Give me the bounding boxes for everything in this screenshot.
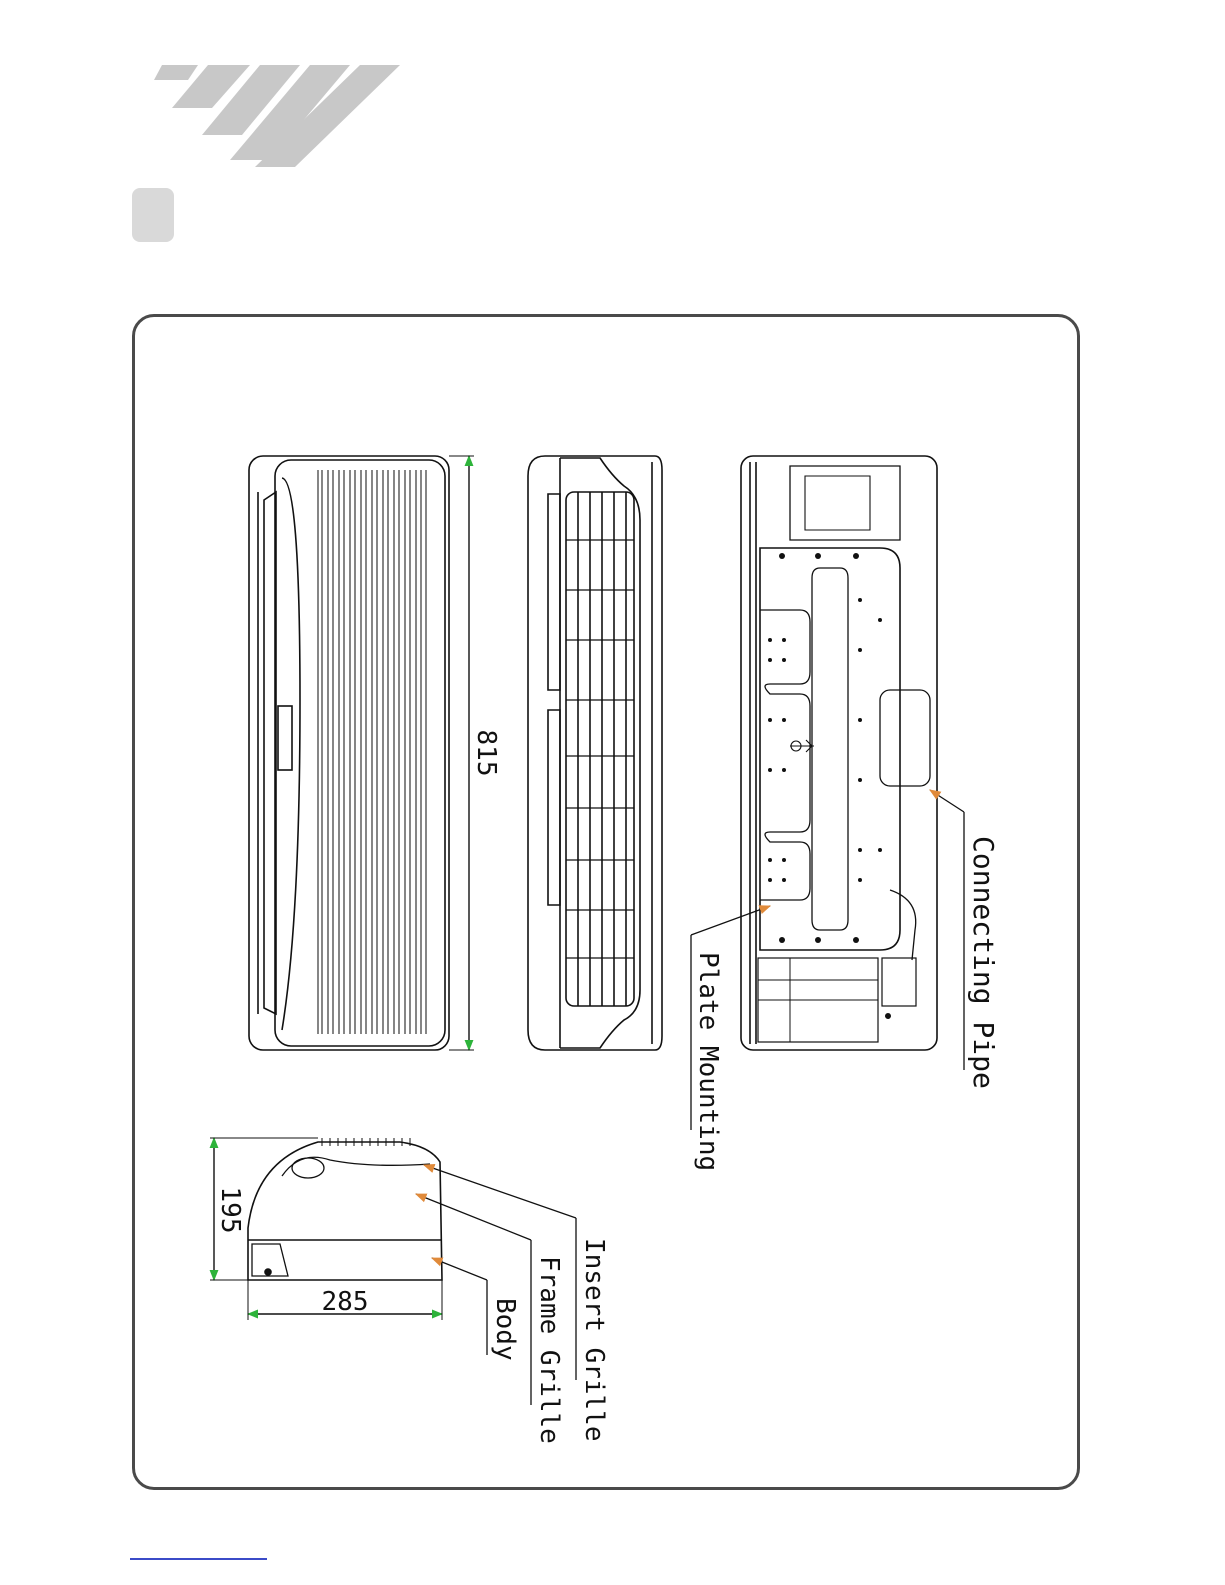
label-body: Body xyxy=(490,1298,520,1361)
frame-grille-callout: Frame Grille xyxy=(416,1194,564,1444)
front-view xyxy=(249,456,449,1050)
dimension-label-815: 815 xyxy=(471,730,501,777)
label-connecting-pipe: Connecting Pipe xyxy=(967,836,1000,1089)
label-frame-grille: Frame Grille xyxy=(534,1256,564,1444)
label-plate-mounting: Plate Mounting xyxy=(693,952,723,1171)
body-callout: Body xyxy=(432,1258,520,1361)
dimension-label-285: 285 xyxy=(322,1287,369,1317)
side-profile-view xyxy=(248,1138,442,1280)
footer-link-underline[interactable] xyxy=(130,1558,267,1560)
back-view xyxy=(741,456,937,1050)
rear-view xyxy=(528,456,662,1050)
connecting-pipe-callout: Connecting Pipe xyxy=(930,790,1000,1089)
label-insert-grille: Insert Grille xyxy=(579,1238,609,1442)
dimension-label-195: 195 xyxy=(215,1187,245,1234)
